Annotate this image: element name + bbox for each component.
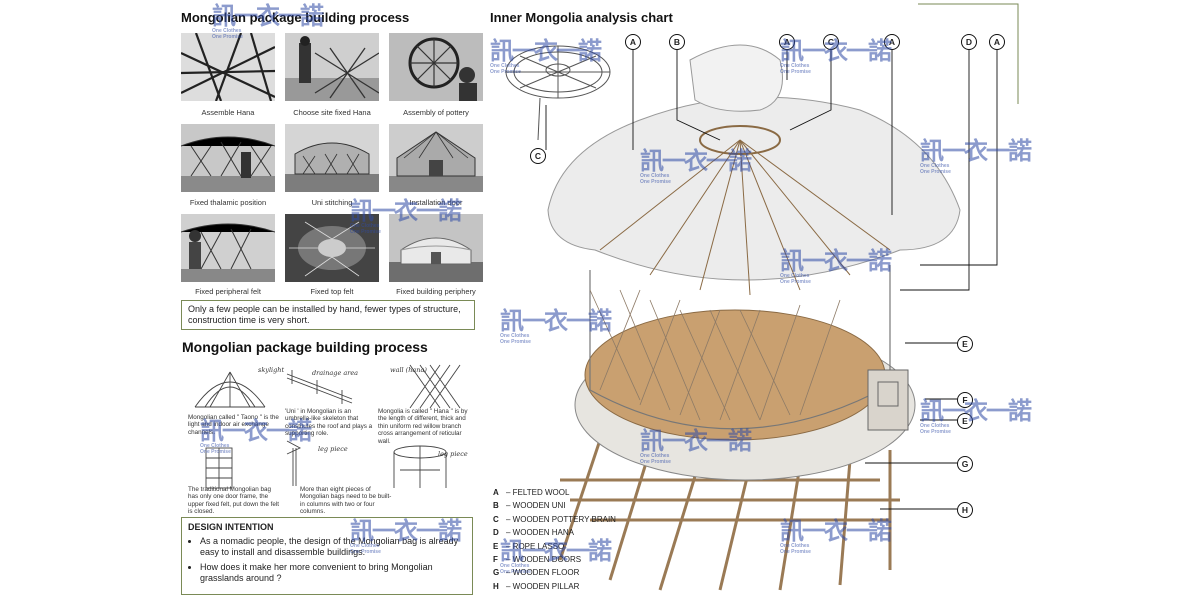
title-sketch-process: Mongolian package building process	[182, 339, 428, 355]
legend-item: C– WOODEN POTTERY BRAIN	[493, 514, 616, 524]
sketch-text-pillar: More than eight pieces of Mongolian bags…	[300, 486, 392, 516]
yurt-exploded-drawing	[505, 3, 1019, 591]
sketch-uni	[282, 364, 372, 414]
hand-note: skylight	[258, 366, 285, 374]
design-bullet: How does it make her more convenient to …	[200, 562, 466, 584]
photo-caption: Fixed building periphery	[396, 287, 476, 296]
legend-item: E– ROPE LASSO	[493, 541, 565, 551]
hand-note: wall (hana)	[390, 366, 427, 374]
felt-roof	[547, 96, 961, 281]
hand-note: leg piece	[318, 445, 348, 453]
legend-item: G– WOODEN FLOOR	[493, 568, 580, 578]
sketch-pillar	[282, 436, 372, 486]
legend-item: F– WOODEN DOORS	[493, 555, 582, 565]
wooden-door	[867, 369, 909, 431]
photo-assemble-hana	[181, 33, 275, 101]
sketch-hana	[380, 360, 470, 410]
crown-ring	[699, 125, 781, 155]
photo-peripheral-felt	[181, 214, 275, 282]
callout-a: A	[989, 34, 1005, 50]
leader-lines	[545, 48, 998, 510]
hana-lattice	[589, 289, 841, 421]
pottery-ring-detail	[505, 45, 611, 141]
callout-e: E	[957, 413, 973, 429]
sketch-taono	[185, 362, 275, 412]
design-intention-box: DESIGN INTENTION As a nomadic people, th…	[181, 517, 473, 595]
title-analysis-chart: Inner Mongolia analysis chart	[490, 10, 673, 25]
callout-c: C	[823, 34, 839, 50]
photo-caption: Choose site fixed Hana	[293, 108, 371, 117]
photo-choose-site	[285, 33, 379, 101]
photo-building-periphery	[389, 214, 483, 282]
sketch-frame	[380, 440, 470, 490]
photo-fixed-thalamic	[181, 124, 275, 192]
sketch-text-door: The traditional Mongolian bag has only o…	[188, 486, 280, 516]
callout-f: F	[957, 392, 973, 408]
legend-item: A– FELTED WOOL	[493, 488, 570, 497]
legend: A– FELTED WOOL B– WOODEN UNI C– WOODEN P…	[493, 486, 616, 593]
photo-caption: Fixed thalamic position	[189, 198, 267, 207]
callout-c: C	[530, 148, 546, 164]
photo-caption: Fixed peripheral felt	[195, 287, 261, 296]
wooden-pillars	[558, 439, 900, 591]
photo-uni-stitching	[285, 124, 379, 192]
callout-g: G	[957, 456, 973, 472]
photo-caption: Installation door	[409, 198, 463, 207]
hand-note: drainage area	[312, 369, 359, 377]
legend-item: H– WOODEN PILLAR	[493, 581, 580, 591]
photo-caption: Uni stitching	[311, 198, 353, 207]
sketch-text-hana: Mongolia is called " Hana " is by the le…	[378, 408, 468, 445]
uni-rafters	[599, 139, 891, 296]
callout-e: E	[957, 336, 973, 352]
sketch-text-taono: Mongolian called " Taono " is the light …	[188, 414, 279, 436]
title-building-process: Mongolian package building process	[181, 10, 410, 25]
photo-caption: Assembly of pottery	[403, 108, 469, 117]
wooden-floor	[584, 309, 886, 441]
callout-h: H	[957, 502, 973, 518]
photo-caption: Assemble Hana	[201, 108, 255, 117]
callout-d: D	[961, 34, 977, 50]
hand-note: leg piece	[438, 450, 468, 458]
sketch-door	[188, 440, 278, 490]
felt-top	[689, 44, 783, 112]
legend-item: D– WOODEN HANA	[493, 528, 575, 538]
callout-a: A	[884, 34, 900, 50]
callout-a: A	[625, 34, 641, 50]
photo-installation-door	[389, 124, 483, 192]
photo-caption: Fixed top felt	[310, 287, 354, 296]
design-intention-title: DESIGN INTENTION	[188, 522, 274, 532]
design-bullet: As a nomadic people, the design of the M…	[200, 536, 466, 558]
sketch-text-uni: 'Uni ' in Mongolian is an umbrella-like …	[285, 408, 373, 438]
callout-b: B	[669, 34, 685, 50]
callout-a: A	[779, 34, 795, 50]
photo-assembly-pottery	[389, 33, 483, 101]
legend-item: B– WOODEN UNI	[493, 501, 566, 511]
construction-note: Only a few people can be installed by ha…	[181, 300, 475, 330]
photo-top-felt	[285, 214, 379, 282]
